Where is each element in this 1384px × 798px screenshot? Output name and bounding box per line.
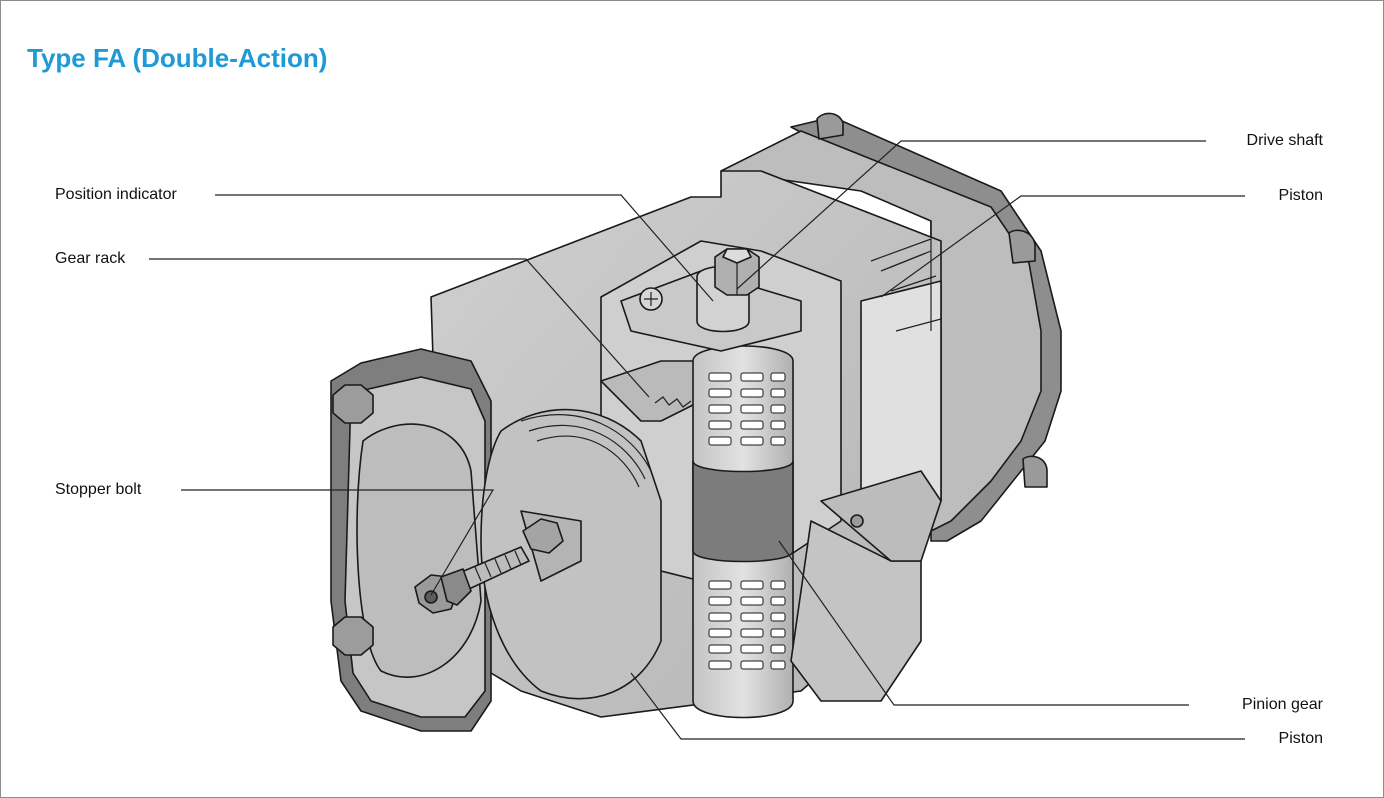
leader-piston-lower: [630, 672, 1245, 740]
diagram-title: Type FA (Double-Action): [27, 43, 328, 73]
right-piston: [870, 238, 932, 331]
leader-drive-shaft: [736, 140, 1206, 290]
leader-piston-upper: [880, 195, 1245, 298]
label-drive-shaft: Drive shaft: [1246, 132, 1323, 149]
label-piston-lower: Piston: [1278, 730, 1323, 747]
label-piston-upper: Piston: [1278, 187, 1323, 204]
label-pinion-gear: Pinion gear: [1242, 696, 1323, 713]
mounting-bracket: [790, 470, 942, 702]
right-end-cap: [720, 112, 1062, 542]
end-cap-bolts: [332, 384, 374, 656]
left-piston: [480, 408, 662, 700]
pinion-gear: [692, 345, 794, 719]
leader-position-indicator: [215, 194, 714, 302]
leader-lines: [149, 140, 1245, 740]
leader-pinion-gear: [778, 540, 1189, 706]
leader-stopper-bolt: [181, 489, 495, 596]
stopper-bolt: [414, 546, 530, 614]
label-gear-rack: Gear rack: [55, 250, 126, 267]
drive-shaft: [714, 248, 760, 296]
leader-gear-rack: [149, 258, 650, 398]
label-position-indicator: Position indicator: [55, 186, 177, 203]
label-stopper-bolt: Stopper bolt: [55, 481, 142, 498]
position-indicator: [620, 265, 802, 352]
